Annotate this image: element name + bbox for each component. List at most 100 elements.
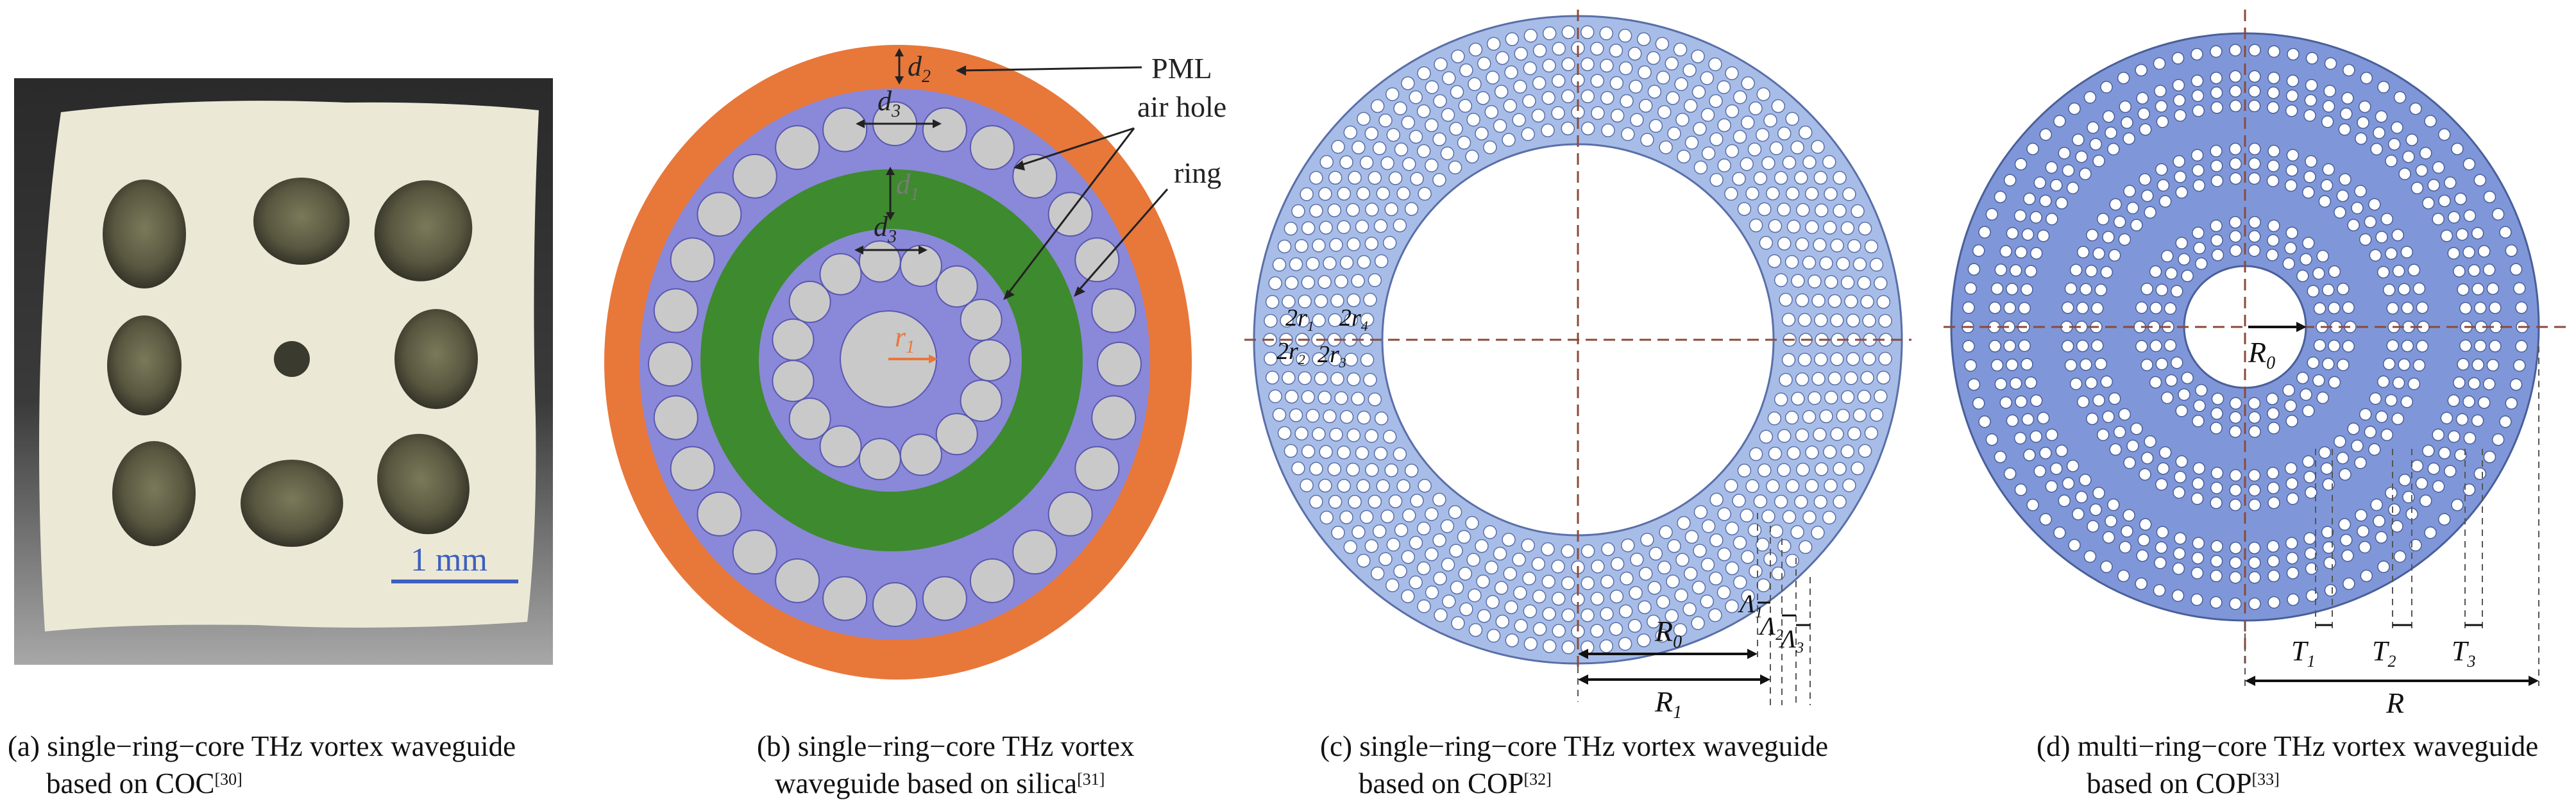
air-hole: [2312, 374, 2325, 387]
air-hole: [1797, 353, 1812, 367]
air-hole: [1840, 221, 1855, 235]
air-hole: [1701, 146, 1716, 160]
air-hole: [1628, 619, 1642, 633]
air-hole: [1425, 158, 1439, 172]
air-hole: [1368, 494, 1382, 509]
air-hole: [1522, 571, 1536, 586]
air-hole: [732, 153, 777, 199]
air-hole: [1359, 155, 1374, 170]
air-hole: [1418, 187, 1432, 201]
air-hole: [1432, 533, 1446, 547]
air-hole: [1372, 524, 1387, 539]
air-hole: [2172, 79, 2185, 92]
air-hole: [1737, 464, 1752, 478]
air-hole: [2419, 147, 2432, 160]
air-hole: [2229, 483, 2242, 497]
air-hole: [1972, 397, 1985, 410]
air-hole: [1378, 113, 1393, 128]
air-hole: [2457, 283, 2470, 296]
air-hole: [1601, 542, 1615, 556]
air-hole: [1784, 410, 1799, 425]
air-hole: [1785, 187, 1800, 201]
air-hole: [1733, 129, 1747, 144]
lambda3-label: Λ3: [1778, 624, 1804, 656]
air-hole: [2105, 126, 2117, 139]
air-hole: [2284, 242, 2297, 255]
air-hole: [2080, 358, 2092, 371]
air-hole: [2248, 230, 2261, 243]
air-hole: [1514, 619, 1528, 633]
air-hole: [2307, 285, 2320, 297]
air-hole: [1683, 99, 1698, 113]
air-hole: [2392, 265, 2405, 278]
air-hole: [2351, 201, 2364, 215]
air-hole: [2210, 555, 2223, 568]
air-hole: [2391, 121, 2403, 134]
air-hole: [2355, 509, 2368, 522]
air-hole: [1610, 556, 1625, 571]
air-hole: [1769, 141, 1784, 156]
air-hole: [2377, 265, 2390, 279]
air-hole: [2248, 99, 2261, 113]
air-hole: [2324, 57, 2337, 70]
air-hole: [1675, 112, 1690, 127]
air-hole: [1329, 238, 1343, 252]
air-hole: [2158, 195, 2172, 208]
air-hole: [1416, 521, 1431, 536]
air-hole: [2175, 455, 2188, 468]
air-hole: [1814, 462, 1829, 476]
air-hole: [2123, 509, 2135, 522]
air-hole: [1813, 171, 1828, 185]
air-hole: [1777, 237, 1792, 251]
d3-label-top: d3: [877, 85, 901, 121]
air-hole: [2444, 465, 2457, 478]
air-hole: [2211, 249, 2224, 262]
air-hole: [2195, 257, 2208, 270]
scale-bar-label: 1 mm: [411, 542, 487, 578]
air-hole: [1621, 127, 1635, 142]
air-hole: [2334, 435, 2346, 448]
air-hole: [2285, 163, 2298, 177]
air-hole: [2342, 340, 2355, 353]
air-hole: [2092, 247, 2105, 260]
air-hole: [2373, 515, 2385, 528]
air-hole: [2267, 481, 2280, 494]
air-hole: [2229, 142, 2242, 156]
air-hole: [2149, 265, 2162, 278]
inner-air-holes: [772, 240, 1011, 481]
air-hole: [1561, 121, 1575, 136]
two-r3-label: 2r3: [1318, 341, 1346, 371]
air-hole: [1368, 171, 1382, 185]
air-hole: [1693, 122, 1707, 136]
air-hole: [1359, 510, 1374, 524]
air-hole: [2139, 468, 2151, 481]
air-hole: [2392, 376, 2405, 389]
air-hole: [2364, 215, 2377, 228]
air-hole: [1343, 125, 1358, 140]
air-hole: [2416, 301, 2429, 314]
air-hole: [2375, 410, 2388, 423]
air-hole: [1448, 505, 1462, 519]
air-hole: [2377, 560, 2390, 573]
air-hole: [1434, 57, 1448, 72]
air-hole: [2302, 405, 2315, 417]
air-hole: [2229, 215, 2242, 229]
air-hole: [2453, 265, 2466, 278]
air-hole: [1836, 256, 1851, 271]
air-hole: [1298, 294, 1312, 308]
air-hole: [2471, 283, 2484, 296]
air-hole: [2100, 265, 2114, 279]
air-hole: [2483, 451, 2496, 464]
air-hole: [648, 342, 693, 387]
air-hole: [2354, 185, 2367, 197]
air-hole: [1580, 57, 1595, 72]
air-hole: [2285, 226, 2298, 239]
air-hole: [2375, 231, 2388, 244]
air-hole: [2455, 228, 2469, 241]
air-hole: [1523, 637, 1538, 651]
air-hole: [2248, 571, 2261, 584]
air-hole: [1967, 263, 1981, 276]
air-hole: [1985, 208, 1999, 221]
air-hole: [1693, 160, 1708, 174]
air-hole: [1449, 122, 1463, 136]
